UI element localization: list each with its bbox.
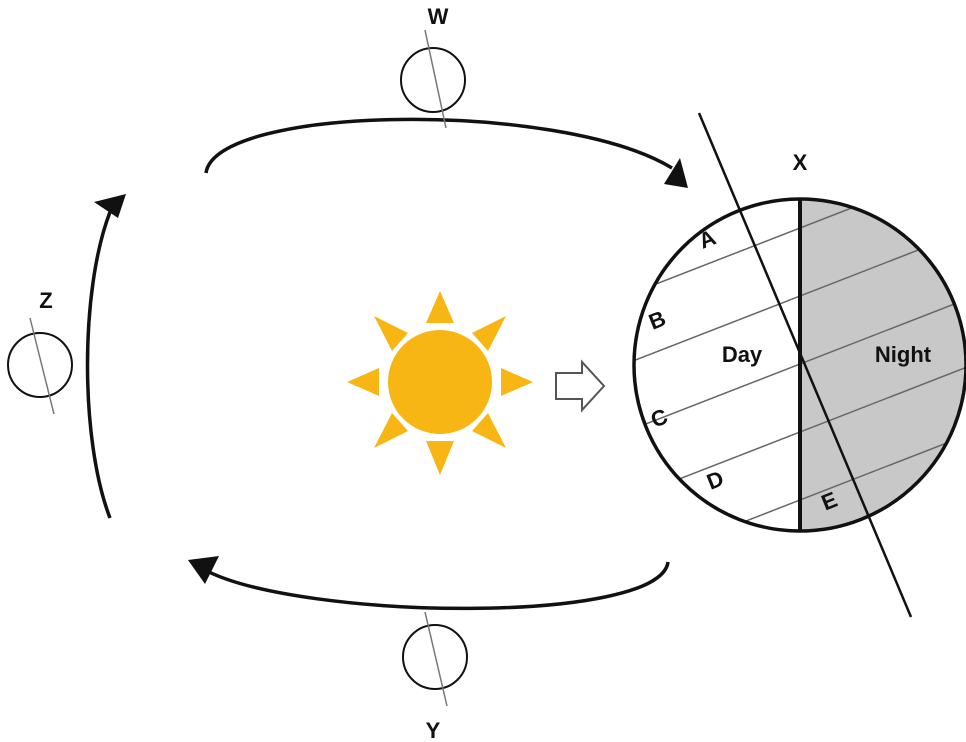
orbit-arrow-top bbox=[204, 117, 673, 174]
position-label-x: X bbox=[793, 150, 808, 175]
position-label-y: Y bbox=[426, 718, 441, 742]
night-label: Night bbox=[875, 342, 932, 367]
orbit-arrows bbox=[85, 117, 673, 611]
orbit-arrow-left bbox=[85, 211, 112, 519]
orbit-arrow-bottom bbox=[204, 561, 670, 611]
earth-position-z bbox=[7, 317, 73, 415]
sunlight-arrow-icon bbox=[555, 359, 606, 413]
earth-position-w bbox=[400, 29, 466, 129]
earth-axis bbox=[697, 112, 913, 618]
orbit-arrow-icon bbox=[188, 556, 219, 584]
earth-position-y bbox=[402, 611, 468, 707]
sun-icon bbox=[347, 291, 533, 475]
orbit-arrow-icon bbox=[664, 158, 688, 188]
position-label-w: W bbox=[428, 4, 449, 29]
orbit-arrow-icon bbox=[94, 194, 126, 218]
position-label-z: Z bbox=[39, 288, 52, 313]
orbit-arrowheads bbox=[94, 158, 688, 584]
earth-position-x bbox=[632, 112, 966, 618]
day-label: Day bbox=[722, 342, 763, 367]
